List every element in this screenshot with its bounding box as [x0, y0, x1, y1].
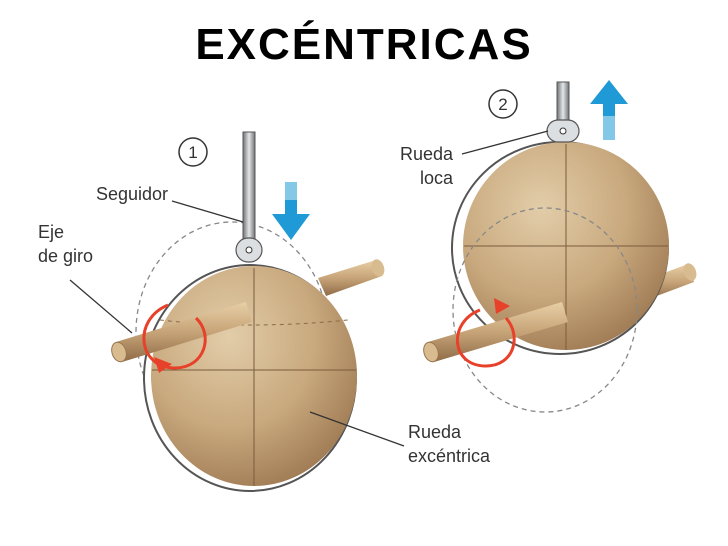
label-axis-line2: de giro [38, 246, 93, 266]
figure-2-number-badge [488, 89, 518, 119]
figure-1-number-badge [178, 137, 208, 167]
label-wheel-line2: excéntrica [408, 446, 491, 466]
figure-1-rotation-arrowhead [154, 357, 172, 373]
figure-1-rotation-arrow [142, 303, 207, 370]
figure-1-number: 1 [188, 143, 197, 162]
label-roller-line2: loca [420, 168, 454, 188]
arrow-down-icon [272, 182, 310, 240]
figure-2-rotation-arrowhead [494, 298, 510, 314]
figure-1-follower-rod [242, 131, 256, 245]
label-axis-leader [69, 279, 133, 334]
label-roller-line1: Rueda [400, 144, 454, 164]
figure-2-rotation-arrow [455, 308, 516, 368]
figure-2-number: 2 [498, 95, 507, 114]
figure-1: 1 Se [38, 131, 491, 492]
figure-2: 2 Rueda lo [400, 80, 697, 413]
label-wheel-line1: Rueda [408, 422, 462, 442]
label-roller-leader [461, 130, 549, 155]
label-follower-leader [171, 200, 244, 223]
arrow-up-icon [590, 80, 628, 140]
figure-1-shaft-back [318, 259, 385, 296]
figure-2-rotation-path [452, 207, 638, 413]
page-title: EXCÉNTRICAS [195, 20, 533, 69]
label-follower: Seguidor [96, 184, 168, 204]
label-wheel-leader [309, 411, 405, 447]
figure-2-shaft-front [423, 302, 568, 363]
label-axis-line1: Eje [38, 222, 64, 242]
figure-1-shaft-front [111, 302, 252, 363]
